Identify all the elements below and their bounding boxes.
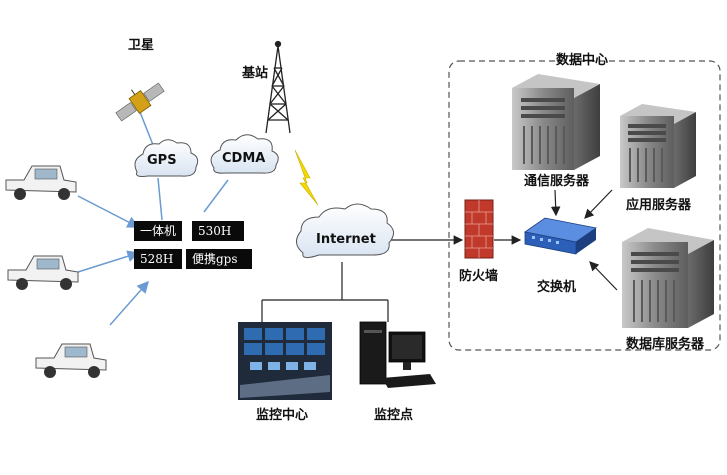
monitor-center-label: 监控中心	[256, 408, 309, 423]
monitor-point-label: 监控点	[374, 408, 414, 423]
cdma-cloud-label: CDMA	[222, 151, 266, 166]
gps-cloud	[134, 139, 199, 177]
gps-cloud-label: GPS	[147, 153, 177, 168]
vehicle-3	[35, 343, 107, 378]
base-station-label: 基站	[242, 66, 269, 81]
network-links	[261, 189, 618, 322]
terminal-tag-1: 一体机	[134, 221, 182, 241]
data-center-label: 数据中心	[556, 53, 609, 68]
lightning-internet-icon	[294, 149, 319, 206]
cdma-cloud	[210, 134, 279, 174]
db-server-icon	[622, 228, 714, 328]
switch-icon	[524, 217, 597, 255]
monitor-center-icon	[238, 322, 332, 400]
internet-cloud	[296, 203, 394, 259]
comm-server-label: 通信服务器	[524, 174, 590, 189]
internet-cloud-label: Internet	[316, 232, 376, 247]
tower-icon	[265, 40, 291, 134]
data-center-boundary	[448, 60, 721, 351]
satellite-icon	[115, 82, 165, 122]
db-server-label: 数据库服务器	[626, 337, 705, 352]
comm-server-icon	[512, 74, 600, 170]
firewall-icon	[464, 199, 494, 259]
terminal-tag-3: 528H	[134, 249, 182, 269]
terminal-tag-4: 便携gps	[186, 249, 252, 269]
satellite-label: 卫星	[128, 38, 155, 53]
vehicle-links	[77, 111, 229, 326]
monitor-point-icon	[359, 321, 436, 388]
app-server-icon	[620, 104, 696, 188]
terminal-tag-2: 530H	[192, 221, 244, 241]
app-server-label: 应用服务器	[626, 198, 692, 213]
switch-label: 交换机	[537, 280, 577, 295]
vehicle-2	[7, 255, 79, 290]
firewall-label: 防火墙	[459, 269, 499, 284]
vehicle-1	[5, 165, 77, 200]
